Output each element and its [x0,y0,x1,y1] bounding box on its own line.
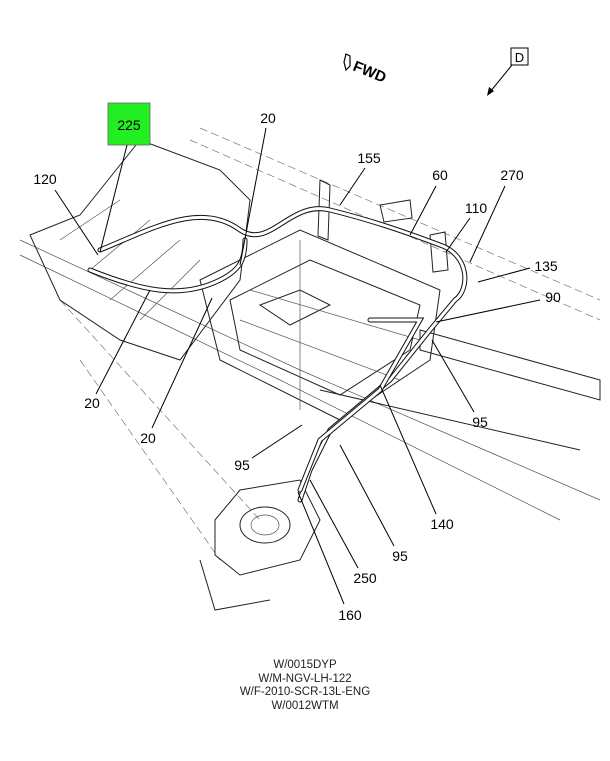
svg-text:155: 155 [357,150,381,166]
svg-text:270: 270 [500,167,524,183]
callout[interactable]: 20 [84,289,151,411]
callout[interactable]: 95 [431,339,488,430]
chassis-drawing [19,127,601,611]
code-line: W/F-2010-SCR-13L-ENG [239,686,371,698]
callout[interactable]: 110 [445,200,488,253]
callout[interactable]: 135 [477,258,558,283]
callout[interactable]: 95 [234,424,303,473]
svg-text:160: 160 [338,607,362,623]
code-line: W/0015DYP [273,659,337,671]
view-label: D [515,50,524,65]
svg-text:95: 95 [392,548,408,564]
callout[interactable]: 270 [469,167,524,263]
view-indicator: D [487,47,529,96]
svg-text:225: 225 [117,117,141,133]
view-arrow-icon [487,87,494,96]
callout[interactable]: 140 [379,384,454,532]
fwd-label: FWD [351,58,389,87]
callout[interactable]: 90 [435,289,561,323]
callout[interactable]: 250 [309,479,377,586]
callout[interactable]: 120 [33,171,99,256]
svg-text:135: 135 [534,258,558,274]
svg-text:110: 110 [465,200,488,216]
svg-text:90: 90 [545,289,561,305]
callout[interactable]: 160 [297,491,362,623]
svg-text:95: 95 [472,414,488,430]
code-line: W/0012WTM [271,699,339,712]
forward-direction-indicator: FWD [343,53,389,87]
callouts: 20 120 155 60 270 110 135 90 95 20 20 95… [33,110,561,623]
callout[interactable]: 95 [339,444,408,564]
callout[interactable]: 60 [409,167,448,236]
svg-text:20: 20 [84,395,100,411]
svg-text:120: 120 [33,171,57,187]
svg-text:140: 140 [430,516,454,532]
callout[interactable]: 20 [239,110,276,266]
code-line: W/M-NGV-LH-122 [258,672,352,685]
callout-225-highlighted[interactable]: 225 [99,102,151,253]
svg-text:20: 20 [260,110,276,126]
svg-text:95: 95 [234,457,250,473]
svg-text:250: 250 [353,570,377,586]
svg-text:60: 60 [432,167,448,183]
callout[interactable]: 155 [339,150,381,206]
fwd-arrow-icon [343,53,351,72]
callout[interactable]: 20 [140,297,213,446]
applicability-codes: W/0015DYP W/M-NGV-LH-122 W/F-2010-SCR-13… [0,659,610,713]
hose-routing [87,206,468,503]
svg-text:20: 20 [140,430,156,446]
